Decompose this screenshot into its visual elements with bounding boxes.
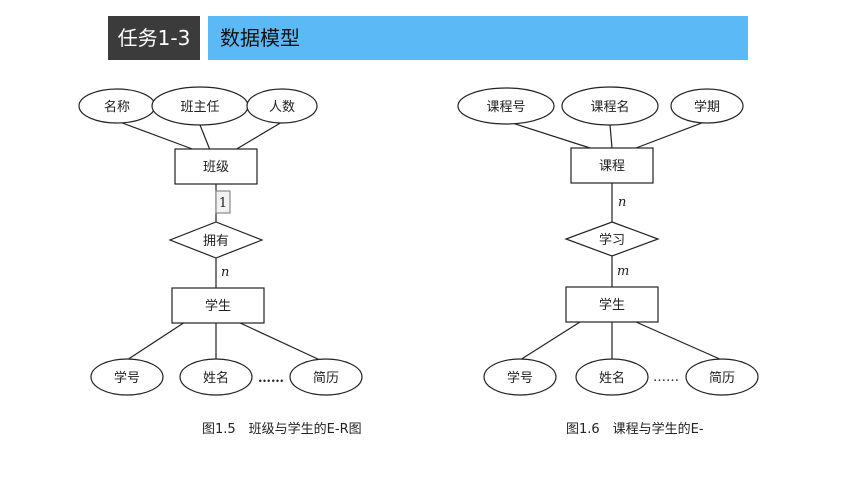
left-entity-bottom-label: 学生 (205, 298, 231, 314)
right-attr-term-ellipse (670, 88, 744, 124)
right-ellipsis: …… (653, 370, 679, 385)
left-attr-bottom-label-0: 学号 (114, 370, 140, 386)
left-attr-bottom-label-2: 简历 (313, 370, 339, 386)
right-card-top-label: n (618, 195, 626, 210)
right-attr-coursename-ellipse (561, 86, 659, 126)
left-attr-count-ellipse (246, 88, 318, 124)
left-relationship-diamond (168, 221, 264, 259)
left-card-top-box (215, 190, 231, 214)
right-attr-stuname-ellipse (575, 358, 649, 396)
right-card-bottom-label: m (617, 264, 629, 279)
left-card-top-label: 1 (219, 196, 227, 211)
left-attr-label-0: 名称 (104, 99, 130, 115)
right-attr-courseid-ellipse (457, 87, 555, 125)
right-connectors (505, 120, 723, 361)
task-label: 任务1-3 (108, 16, 200, 60)
left-ellipsis: …… (258, 371, 284, 386)
left-relationship-label: 拥有 (203, 234, 229, 249)
left-attr-resume-ellipse (289, 358, 363, 396)
right-relationship-label: 学习 (599, 232, 625, 248)
right-entity-bottom-label: 学生 (599, 297, 625, 313)
left-caption: 图1.5 班级与学生的E-R图 (202, 422, 362, 437)
left-attr-stuname-ellipse (179, 358, 253, 396)
right-entity-top-box (570, 147, 654, 184)
left-connectors (116, 120, 321, 361)
right-attr-resume-ellipse (685, 358, 759, 396)
right-attr-bottom-label-0: 学号 (507, 370, 533, 386)
left-attr-id-ellipse (90, 358, 164, 396)
right-attr-label-0: 课程号 (486, 100, 525, 115)
right-relationship-diamond (564, 221, 660, 257)
left-entity-bottom-box (171, 287, 265, 324)
left-attr-label-1: 班主任 (180, 100, 219, 115)
left-card-bottom-label: n (221, 265, 229, 280)
left-entity-top-box (174, 148, 258, 185)
right-attr-bottom-label-2: 简历 (709, 370, 735, 386)
right-attr-bottom-label-1: 姓名 (599, 370, 625, 386)
page-title: 数据模型 (208, 16, 748, 60)
right-attr-label-1: 课程名 (590, 99, 629, 115)
right-entity-top-label: 课程 (599, 159, 625, 174)
left-entity-top-label: 班级 (203, 160, 229, 175)
right-attr-label-2: 学期 (694, 99, 720, 115)
right-attr-id-ellipse (483, 358, 557, 396)
left-attr-bottom-label-1: 姓名 (203, 370, 229, 386)
left-attr-label-2: 人数 (269, 100, 295, 115)
right-entity-bottom-box (565, 286, 659, 323)
right-caption: 图1.6 课程与学生的E- (566, 422, 704, 437)
